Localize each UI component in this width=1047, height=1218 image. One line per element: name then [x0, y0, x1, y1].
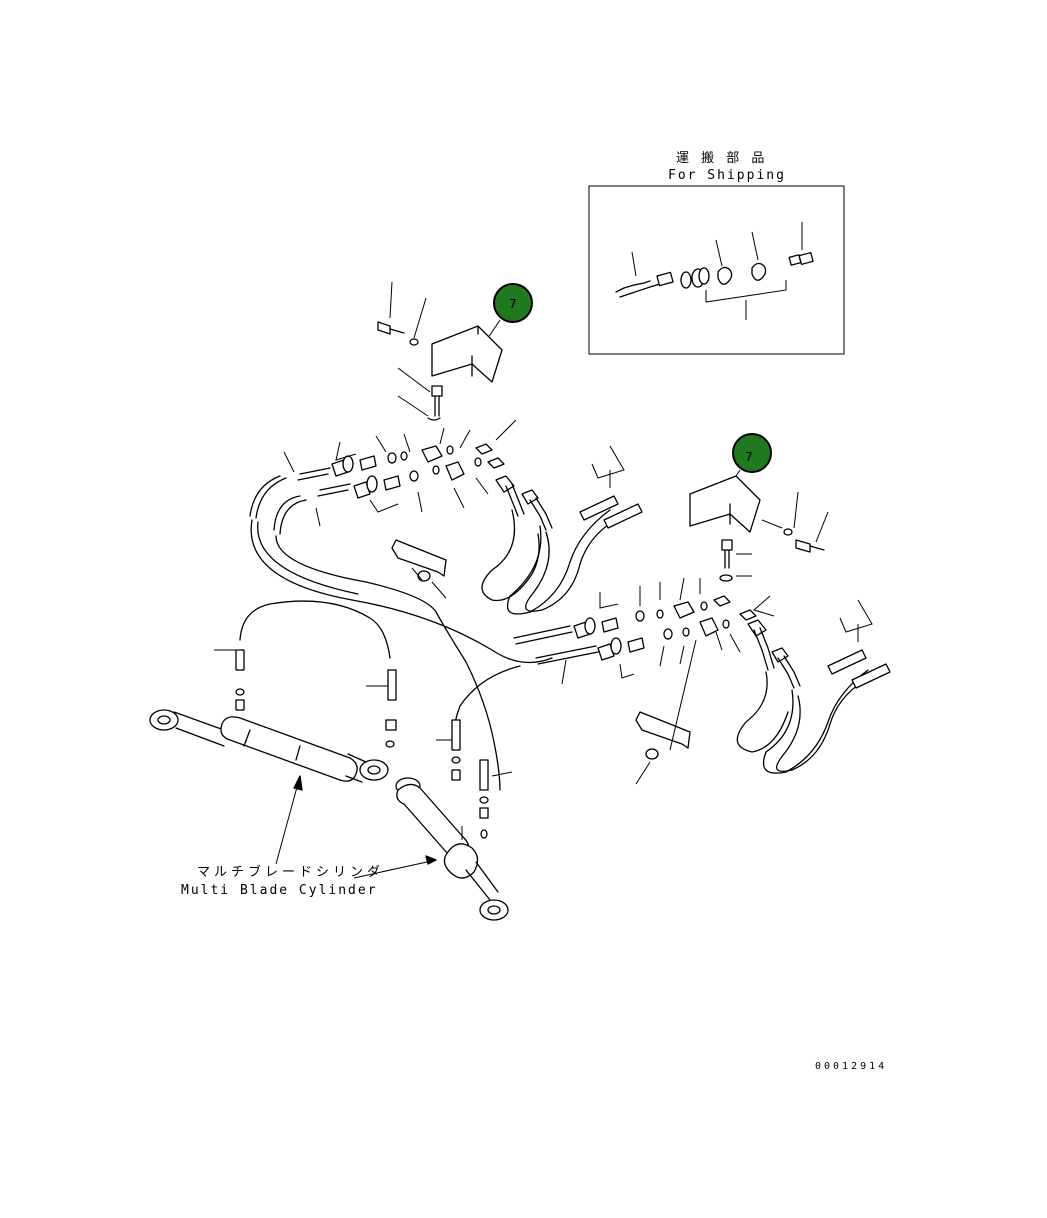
cylinder-label: マルチブレードシリンダ Multi Blade Cylinder	[181, 775, 437, 898]
callout-badge-top[interactable]: 7	[493, 283, 533, 323]
multi-blade-cylinder-left	[149, 649, 397, 783]
drawing-number: 00012914	[815, 1061, 887, 1072]
right-valve-group	[513, 475, 891, 785]
shipping-title-en: For Shipping	[668, 168, 786, 183]
cylinder-label-jp: マルチブレードシリンダ	[197, 864, 384, 880]
shipping-title-jp: 運 搬 部 品	[676, 151, 768, 166]
left-valve-group	[249, 281, 643, 615]
shipping-box	[588, 185, 845, 355]
connecting-hoses	[239, 519, 553, 791]
callout-label: 7	[509, 297, 517, 311]
callout-label: 7	[745, 450, 753, 464]
callout-badge-right[interactable]: 7	[732, 433, 772, 473]
shipping-inset: 運 搬 部 品 For Shipping	[588, 151, 845, 355]
cylinder-label-en: Multi Blade Cylinder	[181, 883, 378, 898]
multi-blade-cylinder-right	[395, 719, 513, 921]
